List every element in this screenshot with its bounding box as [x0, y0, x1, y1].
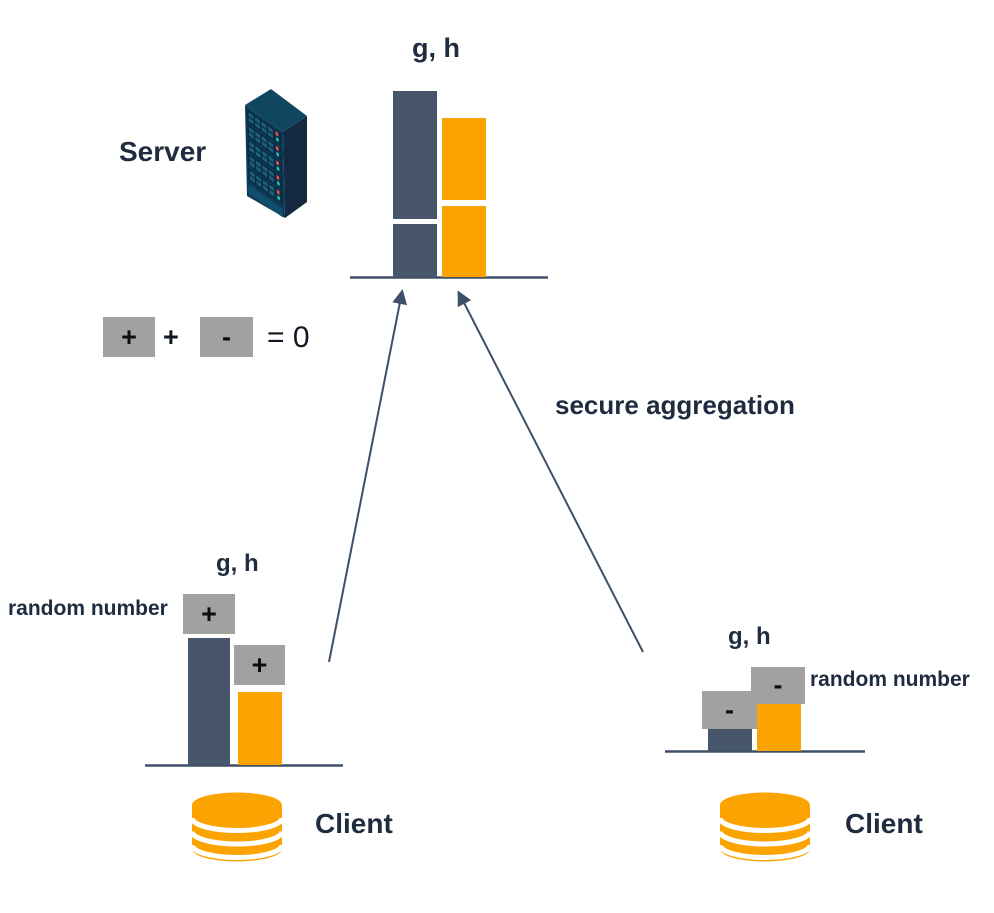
left-client-h-bar	[238, 692, 282, 765]
equation-positive-mask-box: +	[103, 317, 155, 357]
server-bars-gh-label: g, h	[412, 33, 460, 63]
left-client-database-icon	[190, 792, 284, 862]
right-client-g-bar	[708, 729, 752, 751]
right-client-label: Client	[845, 808, 923, 839]
server-label: Server	[119, 136, 207, 167]
right-client-g-mask-box: -	[702, 691, 757, 729]
equation-plus-sign: +	[163, 322, 179, 352]
right-client-database-icon	[718, 792, 812, 862]
server-h-bar-top-segment	[442, 118, 486, 200]
right-upload-arrow	[457, 290, 644, 653]
right-client-gh-label: g, h	[728, 623, 771, 650]
left-client-g-bar	[188, 638, 230, 765]
left-client-random-number-label: random number	[8, 597, 168, 620]
left-client-gh-label: g, h	[216, 550, 259, 577]
right-client-random-number-label: random number	[810, 668, 970, 691]
right-client-h-mask-box: -	[751, 667, 805, 704]
equation-negative-mask-box: -	[200, 317, 253, 357]
left-upload-arrow	[328, 289, 408, 663]
right-client-h-bar	[757, 704, 801, 751]
server-h-bar-bottom-segment	[442, 206, 486, 277]
server-g-bar-top-segment	[393, 91, 437, 219]
server-g-bar-bottom-segment	[393, 224, 437, 277]
secure-aggregation-label: secure aggregation	[555, 390, 795, 420]
server-rack-icon	[245, 89, 307, 218]
equation-result: = 0	[267, 321, 310, 354]
left-client-h-mask-box: +	[234, 645, 285, 685]
left-client-label: Client	[315, 808, 393, 839]
left-client-g-mask-box: +	[183, 594, 235, 634]
